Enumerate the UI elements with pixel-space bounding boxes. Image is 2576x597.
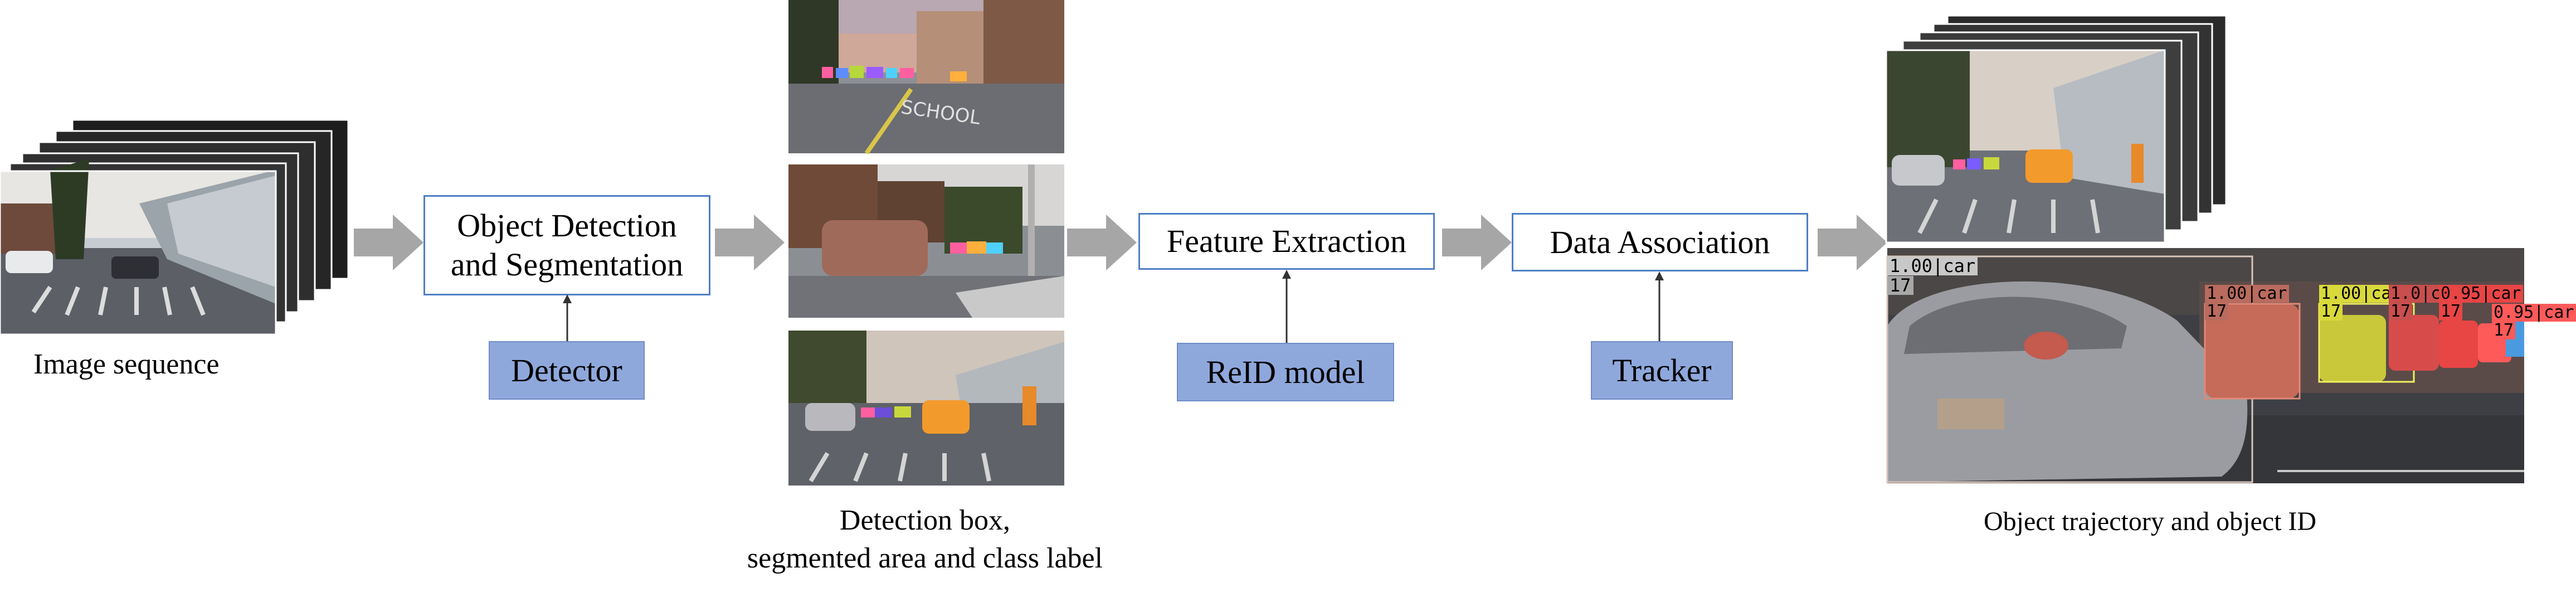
caption-image-sequence: Image sequence: [33, 348, 220, 380]
data-association-box: Data Association: [1512, 213, 1808, 271]
caption-trajectory: Object trajectory and object ID: [1984, 507, 2317, 536]
flow-arrow-5: [1818, 215, 1887, 270]
label-car-5: 0.95|car: [2439, 285, 2523, 303]
feature-extraction-box: Feature Extraction: [1138, 213, 1435, 270]
label-car-2-id: 17: [2205, 303, 2229, 321]
detection-image-middle: [788, 164, 1064, 318]
tracking-result-image: 1.00|car 17 1.00|car 17 1.00|car 17 1.0|…: [1886, 248, 2576, 483]
detector-box: Detector: [489, 341, 645, 400]
detection-box-line2: and Segmentation: [450, 246, 684, 283]
tracker-connector-arrow: [1655, 271, 1664, 343]
detection-box-line1: Object Detection: [457, 207, 677, 244]
output-front-scene: [1885, 49, 2166, 244]
detection-image-bottom: [788, 331, 1064, 486]
caption-detection-output: Detection box, segmented area and class …: [724, 502, 1126, 577]
label-car-6: 0.95|car: [2492, 304, 2576, 322]
object-detection-segmentation-box: Object Detection and Segmentation: [423, 195, 710, 295]
flow-arrow-3: [1067, 215, 1137, 270]
detector-connector-arrow: [563, 294, 572, 343]
label-car-4-id: 17: [2389, 303, 2413, 321]
label-car-5-id: 17: [2439, 303, 2463, 321]
image-stack-graphic: [0, 119, 349, 336]
reid-connector-arrow: [1282, 270, 1291, 344]
tracker-box: Tracker: [1591, 341, 1733, 400]
label-big-car-id: 17: [1887, 276, 1913, 295]
reid-model-box: ReID model: [1177, 343, 1394, 401]
image-sequence-stack: [0, 119, 351, 337]
flow-arrow-2: [715, 215, 785, 270]
detection-image-top: SCHOOL: [788, 0, 1064, 155]
label-car-3-id: 17: [2319, 303, 2343, 321]
flow-arrow-1: [354, 215, 423, 270]
caption-detection-line2: segmented area and class label: [747, 542, 1103, 574]
label-car-6-id: 17: [2492, 322, 2516, 339]
label-big-car: 1.00|car: [1887, 256, 1978, 275]
caption-detection-line1: Detection box,: [839, 504, 1011, 536]
output-image-stack: [1885, 10, 2232, 244]
flow-arrow-4: [1442, 215, 1512, 270]
front-street-scene: [0, 159, 277, 336]
label-car-2: 1.00|car: [2205, 285, 2289, 303]
